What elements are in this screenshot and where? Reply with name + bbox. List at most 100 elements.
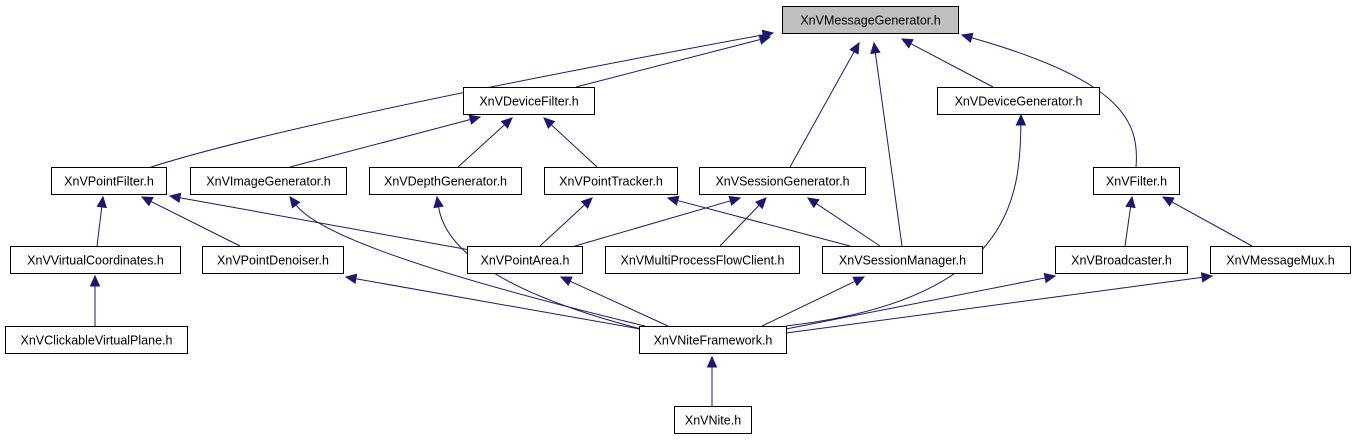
node-niteframework[interactable]: XnVNiteFramework.h bbox=[639, 326, 787, 354]
arrowhead-icon bbox=[1125, 195, 1136, 209]
edge-devgen-to-msggen bbox=[900, 38, 994, 88]
edge-line bbox=[150, 201, 241, 247]
node-clickplane[interactable]: XnVClickableVirtualPlane.h bbox=[5, 326, 188, 354]
node-broadcaster[interactable]: XnVBroadcaster.h bbox=[1055, 246, 1188, 274]
arrowhead-icon bbox=[761, 29, 775, 41]
edge-line bbox=[719, 204, 760, 247]
node-multiproc[interactable]: XnVMultiProcessFlowClient.h bbox=[605, 246, 800, 274]
arrowhead-icon bbox=[849, 41, 860, 55]
node-label: XnVMultiProcessFlowClient.h bbox=[621, 254, 785, 268]
node-box bbox=[5, 326, 188, 354]
node-label: XnVPointArea.h bbox=[481, 254, 570, 268]
arrowhead-icon bbox=[289, 196, 301, 209]
edge-niteframework-to-msgmux bbox=[785, 272, 1214, 334]
edge-nite-to-niteframework bbox=[706, 355, 718, 406]
node-box bbox=[1210, 246, 1351, 274]
node-pointarea[interactable]: XnVPointArea.h bbox=[467, 246, 583, 274]
edge-filter-to-msggen bbox=[960, 32, 1137, 168]
edge-line bbox=[569, 280, 669, 327]
edge-imagegen-to-devfilter bbox=[289, 114, 482, 168]
node-box bbox=[639, 326, 787, 354]
node-box bbox=[10, 246, 181, 274]
node-label: XnVPointDenoiser.h bbox=[217, 254, 329, 268]
edge-niteframework-to-broadcaster bbox=[785, 272, 1057, 330]
node-box bbox=[467, 246, 583, 274]
edge-sessiongen-to-msggen bbox=[789, 41, 860, 168]
edge-sessionmgr-to-msggen bbox=[870, 41, 903, 247]
node-box bbox=[605, 246, 800, 274]
arrowhead-icon bbox=[559, 276, 573, 287]
node-label: XnVFilter.h bbox=[1106, 175, 1167, 189]
node-label: XnVImageGenerator.h bbox=[206, 175, 330, 189]
node-box bbox=[674, 406, 752, 434]
edge-line bbox=[785, 276, 1203, 334]
edge-line bbox=[910, 43, 994, 88]
node-pointtracker[interactable]: XnVPointTracker.h bbox=[544, 167, 678, 195]
edge-line bbox=[355, 278, 641, 330]
node-label: XnVNiteFramework.h bbox=[654, 334, 773, 348]
edge-line bbox=[574, 200, 731, 247]
edge-line bbox=[971, 37, 1137, 168]
arrowhead-icon bbox=[344, 273, 358, 285]
node-box bbox=[1055, 246, 1188, 274]
arrowhead-icon bbox=[1015, 113, 1027, 126]
arrowhead-icon bbox=[168, 192, 182, 204]
arrowhead-icon bbox=[543, 117, 556, 130]
node-nite[interactable]: XnVNite.h bbox=[674, 406, 752, 434]
node-box bbox=[699, 167, 866, 195]
node-label: XnVDeviceFilter.h bbox=[479, 95, 578, 109]
node-label: XnVNite.h bbox=[685, 414, 741, 428]
node-filter[interactable]: XnVFilter.h bbox=[1093, 167, 1180, 195]
node-label: XnVClickableVirtualPlane.h bbox=[21, 334, 173, 348]
edge-broadcaster-to-filter bbox=[1124, 195, 1136, 247]
arrowhead-icon bbox=[666, 195, 680, 206]
node-pointfilter[interactable]: XnVPointFilter.h bbox=[51, 167, 167, 195]
node-msgmux[interactable]: XnVMessageMux.h bbox=[1210, 246, 1351, 274]
node-label: XnVSessionGenerator.h bbox=[715, 175, 849, 189]
node-pointdenoiser[interactable]: XnVPointDenoiser.h bbox=[202, 246, 344, 274]
arrowhead-icon bbox=[500, 117, 513, 129]
node-devgen[interactable]: XnVDeviceGenerator.h bbox=[937, 87, 1100, 115]
edge-pointarea-to-sessiongen bbox=[574, 195, 742, 247]
edge-line bbox=[789, 51, 855, 168]
node-label: XnVBroadcaster.h bbox=[1071, 254, 1172, 268]
arrowhead-icon bbox=[89, 274, 101, 287]
arrowhead-icon bbox=[96, 195, 107, 209]
node-box bbox=[782, 6, 959, 34]
arrowhead-icon bbox=[900, 38, 914, 49]
node-label: XnVDepthGenerator.h bbox=[384, 175, 507, 189]
node-sessiongen[interactable]: XnVSessionGenerator.h bbox=[699, 167, 866, 195]
edge-line bbox=[539, 204, 585, 247]
node-box bbox=[463, 87, 595, 115]
arrowhead-icon bbox=[728, 195, 742, 206]
edge-niteframework-to-pointarea bbox=[559, 276, 669, 327]
edge-pointfilter-to-msggen bbox=[150, 29, 775, 168]
node-box bbox=[51, 167, 167, 195]
node-devfilter[interactable]: XnVDeviceFilter.h bbox=[463, 87, 595, 115]
edge-niteframework-to-devgen bbox=[785, 113, 1027, 327]
node-sessionmgr[interactable]: XnVSessionManager.h bbox=[822, 246, 983, 274]
node-virtcoords[interactable]: XnVVirtualCoordinates.h bbox=[10, 246, 181, 274]
node-box bbox=[1093, 167, 1180, 195]
edge-line bbox=[96, 206, 103, 247]
arrowhead-icon bbox=[580, 197, 593, 209]
node-imagegen[interactable]: XnVImageGenerator.h bbox=[190, 167, 347, 195]
edge-line bbox=[575, 39, 761, 88]
edge-line bbox=[438, 206, 646, 331]
arrowhead-icon bbox=[806, 197, 820, 209]
node-depthgen[interactable]: XnVDepthGenerator.h bbox=[369, 167, 522, 195]
node-box bbox=[190, 167, 347, 195]
node-label: XnVMessageGenerator.h bbox=[800, 14, 940, 28]
arrowhead-icon bbox=[852, 276, 866, 287]
edge-line bbox=[457, 124, 505, 168]
edge-pointarea-to-pointtracker bbox=[539, 197, 593, 247]
node-label: XnVDeviceGenerator.h bbox=[955, 95, 1083, 109]
edge-line bbox=[761, 280, 856, 327]
edge-line bbox=[551, 124, 598, 168]
node-box bbox=[369, 167, 522, 195]
node-box bbox=[822, 246, 983, 274]
edge-pointtracker-to-devfilter bbox=[543, 117, 598, 168]
arrowhead-icon bbox=[960, 32, 974, 43]
